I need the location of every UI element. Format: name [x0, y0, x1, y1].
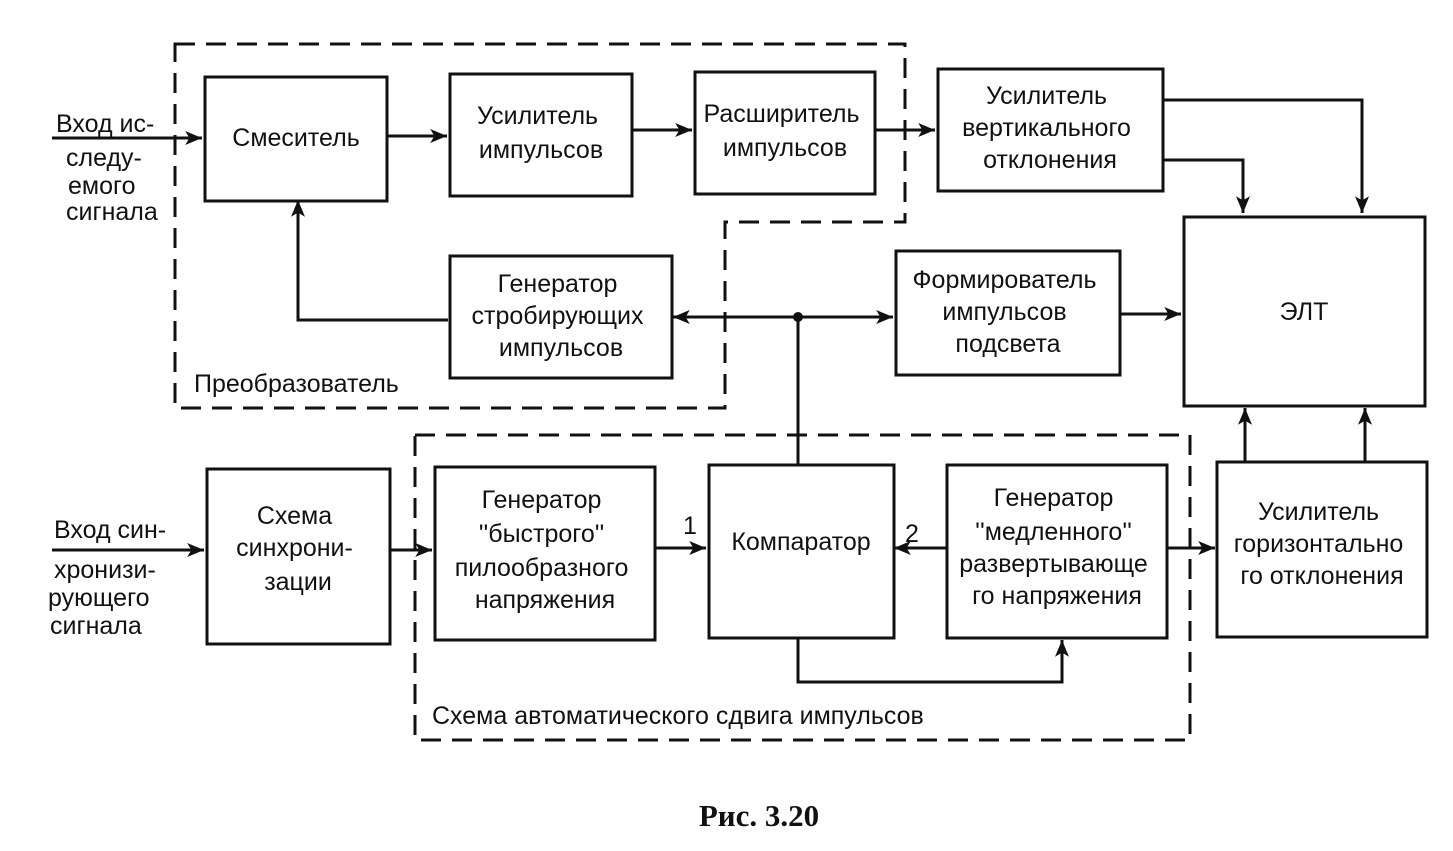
- connections: [52, 98, 1372, 684]
- pulse-expander-block: Расширитель импульсов: [693, 70, 877, 196]
- comparator-label: Компаратор: [731, 528, 870, 556]
- signal-input-label: Вход ис- следу- емого сигнала: [56, 110, 161, 226]
- mixer-block: Смеситель: [203, 75, 389, 203]
- converter-group-label: Преобразователь: [194, 370, 399, 398]
- blanking-shaper-block: Формирователь импульсов подсвета: [894, 249, 1122, 377]
- slow-sweep-generator-label: Генератор ''медленного'' развертывающе г…: [959, 484, 1154, 610]
- sync-circuit-block: Схема синхрони- зации: [205, 467, 392, 646]
- strobe-generator-label: Генератор стробирующих импульсов: [472, 270, 651, 362]
- strobe-generator-block: Генератор стробирующих импульсов: [448, 254, 674, 380]
- sync-circuit-label: Схема синхрони- зации: [236, 502, 360, 596]
- comparator-input-1-label: 1: [683, 512, 697, 540]
- pulse-amplifier-block: Усилитель импульсов: [448, 72, 634, 198]
- comparator-input-2-label: 2: [905, 520, 919, 548]
- crt-block: ЭЛТ: [1182, 215, 1427, 408]
- auto-shift-group-label: Схема автоматического сдвига импульсов: [432, 702, 924, 730]
- sync-input-label: Вход син- хронизи- рующего сигнала: [48, 516, 173, 640]
- vertical-amplifier-label: Усилитель вертикального отклонения: [962, 82, 1138, 174]
- blanking-shaper-label: Формирователь импульсов подсвета: [913, 266, 1104, 358]
- comparator-block: Компаратор: [707, 463, 896, 640]
- pulse-expander-label: Расширитель импульсов: [704, 100, 867, 162]
- mixer-label: Смеситель: [232, 124, 359, 152]
- vertical-amplifier-block: Усилитель вертикального отклонения: [936, 67, 1165, 193]
- fast-ramp-generator-block: Генератор ''быстрого'' пилообразного нап…: [433, 465, 657, 642]
- slow-sweep-generator-block: Генератор ''медленного'' развертывающе г…: [945, 463, 1169, 640]
- pulse-amplifier-label: Усилитель импульсов: [477, 102, 605, 164]
- figure-caption: Рис. 3.20: [699, 798, 819, 833]
- fast-ramp-generator-label: Генератор ''быстрого'' пилообразного нап…: [455, 486, 636, 614]
- crt-label: ЭЛТ: [1280, 298, 1329, 326]
- junction-node: [793, 312, 803, 322]
- converter-group-border: [173, 42, 907, 410]
- auto-shift-group-border: [413, 433, 1192, 742]
- horizontal-amplifier-block: Усилитель горизонтально го отклонения: [1215, 460, 1429, 639]
- horizontal-amplifier-label: Усилитель горизонтально го отклонения: [1234, 498, 1411, 590]
